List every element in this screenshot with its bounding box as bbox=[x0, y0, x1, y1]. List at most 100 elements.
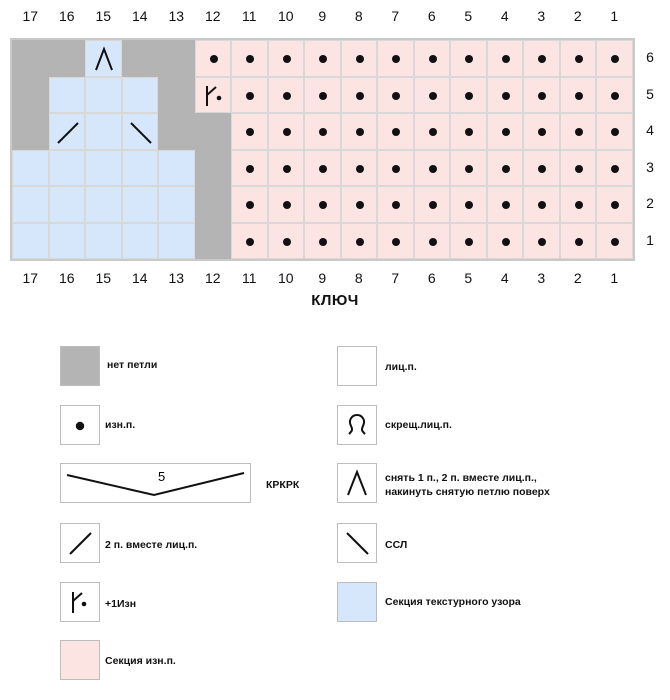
chart-cell bbox=[340, 76, 377, 113]
purl-label: изн.п. bbox=[105, 419, 136, 431]
purl-dot-icon bbox=[538, 55, 546, 63]
chart-cell bbox=[304, 40, 341, 77]
chart-cell bbox=[596, 149, 633, 186]
purl-dot-icon bbox=[319, 164, 327, 173]
purl-dot-icon bbox=[465, 201, 473, 209]
chart-cell bbox=[559, 113, 596, 150]
column-number-top: 9 bbox=[318, 8, 327, 24]
chart-cell bbox=[340, 186, 377, 223]
purl-dot-icon bbox=[574, 237, 583, 246]
m1p-label: +1Изн bbox=[105, 598, 137, 610]
purl-dot-icon bbox=[574, 128, 583, 136]
column-number-bottom: 6 bbox=[427, 270, 436, 286]
chart-cell bbox=[413, 149, 450, 186]
column-number-bottom: 16 bbox=[58, 270, 75, 286]
purl-dot-icon bbox=[246, 201, 254, 209]
purl-dot-icon bbox=[465, 91, 473, 100]
column-number-bottom: 8 bbox=[354, 270, 363, 286]
purl-dot-icon bbox=[246, 55, 254, 63]
purl-dot-icon bbox=[319, 128, 327, 136]
chart-cell bbox=[413, 186, 450, 223]
purl-dot-icon bbox=[428, 55, 437, 63]
chart-cell bbox=[523, 76, 560, 113]
chart-cell bbox=[559, 186, 596, 223]
chart-cell bbox=[486, 222, 523, 259]
chart-cell bbox=[450, 76, 487, 113]
column-number-top: 4 bbox=[500, 8, 509, 24]
chart-cell bbox=[194, 113, 231, 150]
column-number-bottom: 10 bbox=[277, 270, 294, 286]
chart-cell bbox=[48, 76, 85, 113]
row-number: 6 bbox=[646, 49, 654, 65]
purl-dot-icon bbox=[392, 128, 400, 136]
knitting-chart-grid bbox=[10, 38, 635, 261]
twisted-knit-label: скрещ.лиц.п. bbox=[385, 419, 452, 431]
chart-cell bbox=[194, 149, 231, 186]
chart-cell bbox=[12, 222, 49, 259]
chart-cell bbox=[121, 76, 158, 113]
chart-cell bbox=[48, 40, 85, 77]
key-title: КЛЮЧ bbox=[311, 292, 359, 309]
column-number-bottom: 7 bbox=[391, 270, 400, 286]
chart-cell bbox=[486, 149, 523, 186]
chart-cell bbox=[559, 40, 596, 77]
chart-cell bbox=[340, 40, 377, 77]
chart-cell bbox=[413, 113, 450, 150]
chart-cell bbox=[267, 113, 304, 150]
column-number-top: 6 bbox=[427, 8, 436, 24]
chart-cell bbox=[85, 149, 122, 186]
chart-cell bbox=[194, 40, 231, 77]
twisted-loop-icon bbox=[337, 405, 377, 445]
column-number-top: 12 bbox=[204, 8, 221, 24]
purl-dot-icon bbox=[611, 128, 619, 136]
chart-cell bbox=[12, 76, 49, 113]
chart-cell bbox=[413, 222, 450, 259]
column-number-top: 2 bbox=[573, 8, 582, 24]
purl-dot-icon bbox=[355, 237, 364, 246]
column-number-top: 5 bbox=[464, 8, 473, 24]
purl-dot-icon bbox=[355, 128, 364, 136]
chart-cell bbox=[121, 186, 158, 223]
purl-dot-icon bbox=[465, 55, 473, 63]
chart-cell bbox=[486, 40, 523, 77]
purl-dot-icon bbox=[246, 128, 254, 136]
column-number-top: 14 bbox=[131, 8, 148, 24]
chart-cell bbox=[596, 40, 633, 77]
chart-cell bbox=[267, 149, 304, 186]
chart-cell bbox=[596, 222, 633, 259]
chart-cell bbox=[377, 40, 414, 77]
chart-cell bbox=[340, 113, 377, 150]
chart-cell bbox=[194, 76, 231, 113]
purl-dot-icon bbox=[611, 91, 619, 100]
chart-cell bbox=[450, 149, 487, 186]
purl-section-swatch-icon bbox=[60, 640, 100, 680]
texture-section-swatch-icon bbox=[337, 582, 377, 622]
purl-dot-icon bbox=[538, 201, 546, 209]
purl-dot-icon bbox=[574, 201, 583, 209]
sk2p-caret-icon bbox=[95, 46, 113, 71]
chart-cell bbox=[231, 76, 268, 113]
chart-cell bbox=[231, 113, 268, 150]
purl-dot-icon bbox=[501, 128, 510, 136]
chart-cell bbox=[596, 186, 633, 223]
purl-dot-icon bbox=[60, 405, 100, 445]
chart-cell bbox=[450, 186, 487, 223]
purl-dot-icon bbox=[538, 91, 546, 100]
purl-dot-icon bbox=[428, 237, 437, 246]
chart-cell bbox=[523, 222, 560, 259]
ssk-label: ССЛ bbox=[385, 539, 408, 551]
cable-number: 5 bbox=[158, 469, 165, 484]
column-number-top: 13 bbox=[168, 8, 185, 24]
chart-cell bbox=[12, 40, 49, 77]
chart-cell bbox=[340, 222, 377, 259]
chart-cell bbox=[304, 113, 341, 150]
knit-blank-swatch-icon bbox=[337, 346, 377, 386]
purl-dot-icon bbox=[465, 128, 473, 136]
sk2p-label: снять 1 п., 2 п. вместе лиц.п., накинуть… bbox=[385, 471, 550, 499]
chart-cell bbox=[267, 40, 304, 77]
column-number-top: 1 bbox=[610, 8, 619, 24]
column-number-bottom: 12 bbox=[204, 270, 221, 286]
purl-dot-icon bbox=[501, 91, 510, 100]
chart-cell bbox=[85, 222, 122, 259]
chart-cell bbox=[12, 149, 49, 186]
